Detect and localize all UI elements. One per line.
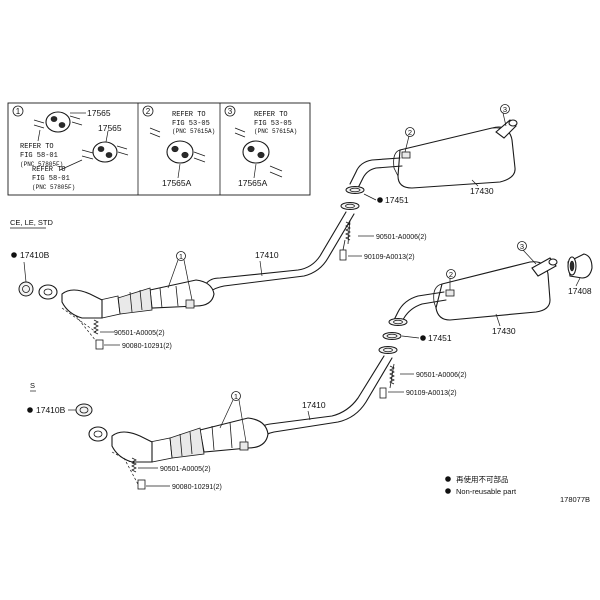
upper-gasket-label: 17451	[385, 195, 409, 205]
lower-hanger-circle-tail: 3	[520, 242, 524, 251]
lower-front-flange	[88, 426, 108, 442]
upper-hanger-circle-tail: 3	[503, 105, 507, 114]
inset-panel-3-refer-l2: FIG 53-05	[254, 120, 292, 128]
inset-panel-1: 1 17565 REFER TO FIG 58-01 (PNC 57805F)	[12, 105, 129, 191]
inset-panel-2-part: 17565A	[162, 178, 192, 188]
lower-front-bolt	[137, 479, 146, 490]
upper-bolt-label: 90109-A0013(2)	[364, 254, 415, 261]
lower-pipe-flange	[378, 346, 398, 354]
inset-box: 1 17565 REFER TO FIG 58-01 (PNC 57805F)	[7, 102, 311, 196]
inset-panel-2-refer-l1: REFER TO	[172, 111, 206, 119]
variant-label-lower: S	[30, 381, 35, 390]
inset-panel-3-refer-l1: REFER TO	[254, 111, 288, 119]
upper-front-bolt	[95, 339, 104, 350]
upper-assembly: 2 3 17430 17451 90501-A0006(2)	[11, 104, 518, 350]
upper-catalyst	[61, 279, 215, 319]
inset-panel-1-circle: 1	[16, 107, 21, 116]
inset-panel-1-mid-part: 17565	[98, 123, 122, 133]
upper-front-spring-label: 90501-A0005(2)	[114, 330, 165, 337]
inset-panel-2: 2 REFER TO FIG 53-05 (PNC 57615A) 17565A	[142, 105, 215, 188]
lower-muffler-label: 17430	[492, 326, 516, 336]
upper-muffler	[393, 119, 518, 189]
lower-catalyst	[111, 417, 269, 463]
lower-front-spring-label: 90501-A0005(2)	[160, 466, 211, 473]
lower-hanger-circle-muffler: 2	[449, 270, 453, 279]
inset-panel-2-refer-l2: FIG 53-05	[172, 120, 210, 128]
inset-panel-1-refer1-l2: FIG 58-01	[20, 152, 58, 160]
upper-gasket	[345, 186, 365, 194]
lower-tip-label: 17408	[568, 286, 592, 296]
inset-panel-1-refer2-l3: (PNC 57805F)	[32, 184, 75, 191]
upper-front-flange	[38, 284, 58, 300]
inset-panel-2-circle: 2	[146, 107, 151, 116]
legend: 再使用不可部品 Non-reusable part	[445, 474, 517, 496]
lower-bolt	[379, 387, 387, 399]
inset-panel-1-refer1-l3: (PNC 57805F)	[20, 161, 63, 168]
lower-front-gasket-label: 17410B	[36, 405, 66, 415]
hanger-cushion-top	[33, 111, 83, 133]
inset-panel-1-refer1-l1: REFER TO	[20, 143, 54, 151]
upper-spring-bolt-label: 90501-A0006(2)	[376, 234, 427, 241]
upper-hanger-circle-pipe: 1	[179, 252, 183, 261]
upper-muffler-label: 17430	[470, 186, 494, 196]
upper-flange	[340, 202, 360, 210]
inset-panel-1-refer2-l2: FIG 58-01	[32, 175, 70, 183]
lower-front-gasket	[75, 403, 93, 417]
variant-label-upper: CE, LE, STD	[10, 218, 54, 227]
upper-pipe-label: 17410	[255, 250, 279, 260]
lower-tail-tip	[567, 253, 593, 279]
lower-front-spring	[131, 457, 137, 473]
lower-gasket-label: 17451	[428, 333, 452, 343]
hanger-cushion-mid	[81, 141, 129, 163]
lower-pipe-label: 17410	[302, 400, 326, 410]
lower-assembly: 17408 2 3 17430 17451	[27, 241, 593, 491]
upper-bolt	[339, 239, 347, 261]
figure-id: 178077B	[560, 495, 590, 504]
inset-panel-3-refer-l3: (PNC 57615A)	[254, 128, 297, 135]
inset-panel-1-refer2-l1: REFER TO	[32, 166, 66, 174]
inset-panel-3-circle: 3	[228, 107, 233, 116]
upper-front-gasket	[18, 281, 34, 297]
lower-bolt-label: 90109-A0013(2)	[406, 390, 457, 397]
lower-muffler	[433, 257, 558, 321]
legend-en: Non-reusable part	[456, 487, 517, 496]
lower-front-bolt-label: 90080-10291(2)	[172, 484, 222, 491]
inset-panel-3: 3 REFER TO FIG 53-05 (PNC 57615A) 17565A	[224, 105, 297, 188]
inset-panel-3-part: 17565A	[238, 178, 268, 188]
inset-panel-2-refer-l3: (PNC 57615A)	[172, 128, 215, 135]
lower-gasket	[382, 332, 402, 340]
lower-hanger-circle-pipe: 1	[234, 392, 238, 401]
lower-spring-bolt	[389, 363, 395, 389]
lower-muffler-flange	[388, 318, 408, 326]
upper-front-bolt-label: 90080-10291(2)	[122, 343, 172, 350]
legend-jp: 再使用不可部品	[456, 474, 509, 484]
hanger-cushion-3	[242, 140, 270, 164]
hanger-cushion-2	[166, 140, 194, 164]
upper-front-spring	[93, 319, 99, 335]
inset-panel-1-top-part: 17565	[87, 108, 111, 118]
upper-hanger-circle-muffler: 2	[408, 128, 412, 137]
lower-spring-bolt-label: 90501-A0006(2)	[416, 372, 467, 379]
upper-front-gasket-label: 17410B	[20, 250, 50, 260]
